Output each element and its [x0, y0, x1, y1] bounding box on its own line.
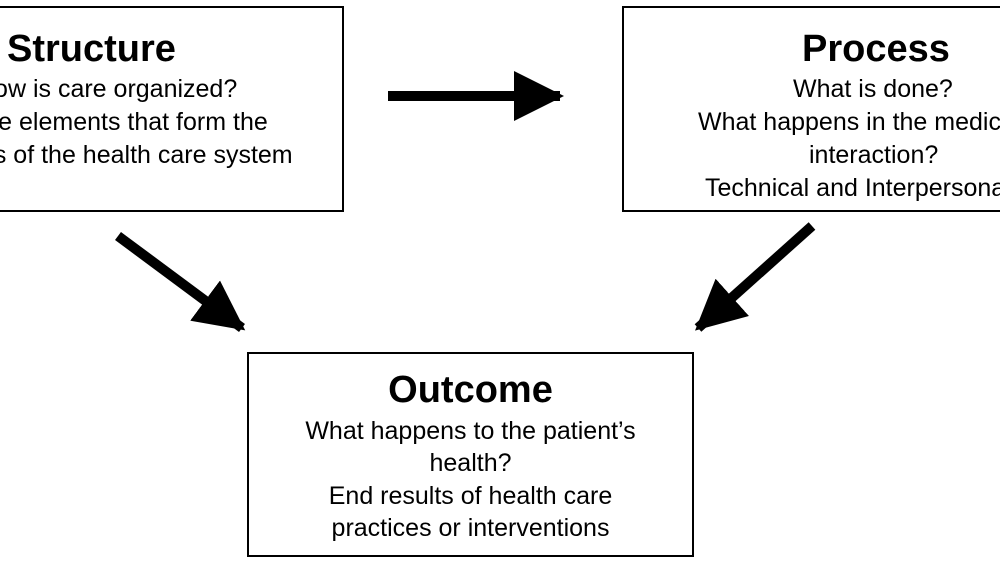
- structure-box: Structure How is care organized? The ele…: [0, 6, 344, 212]
- arrow-process-to-outcome: [694, 222, 816, 332]
- process-line-4: Technical and Interpersonal: [705, 174, 1000, 202]
- process-line-1: What is done?: [793, 75, 953, 103]
- process-line-2: What happens in the medical: [698, 108, 1000, 136]
- outcome-line-3: End results of health care: [328, 482, 613, 510]
- structure-line-3: basis of the health care system: [0, 141, 293, 169]
- process-line-3: interaction?: [809, 141, 939, 169]
- structure-title: Structure: [7, 28, 176, 70]
- outcome-box: Outcome What happens to the patient’s he…: [247, 352, 694, 557]
- structure-line-1: How is care organized?: [0, 75, 238, 103]
- outcome-line-1: What happens to the patient’s: [305, 417, 636, 445]
- process-box: Process What is done? What happens in th…: [622, 6, 1000, 212]
- structure-line-2: The elements that form the: [0, 108, 268, 136]
- process-title: Process: [802, 28, 950, 70]
- outcome-line-2: health?: [429, 449, 512, 477]
- arrow-structure-to-outcome: [115, 231, 246, 333]
- outcome-title: Outcome: [388, 369, 553, 411]
- outcome-line-4: practices or interventions: [331, 514, 610, 542]
